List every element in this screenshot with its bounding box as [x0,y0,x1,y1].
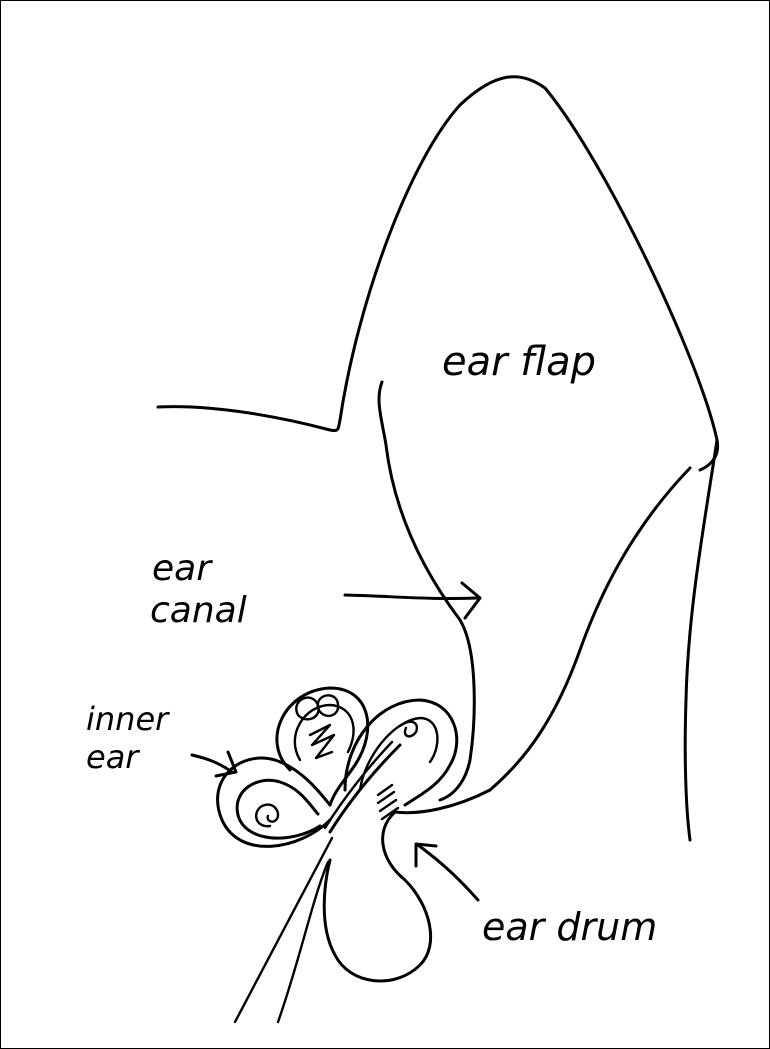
cochlea-spiral [256,805,278,827]
label-inner-ear-line1: inner [86,700,170,738]
label-ear-canal-line1: ear [152,548,213,589]
ear-canal-right-wall [395,468,690,813]
vestibule-scribble [400,722,417,737]
eustachian-line-2 [278,862,328,1022]
eustachian-line-1 [235,838,332,1022]
ear-canal-left-wall [379,382,474,800]
middle-ear-bulb [324,812,430,981]
ear-flap-right-contour [685,440,717,840]
vestibule-inner [360,718,437,790]
ear-flap-outline [158,77,718,470]
label-ear-canal-line2: canal [150,590,247,631]
cochlea-inner [237,780,320,838]
label-ear-drum: ear drum [482,905,657,949]
label-ear-flap: ear flap [442,339,596,385]
ossicle-line-2 [325,742,392,828]
ear-drum-arrow [418,845,478,900]
ear-canal-arrow [345,595,478,599]
semicircular-scribble-3 [310,725,334,758]
inner-ear-arrow [192,755,232,772]
label-inner-ear-line2: ear [86,738,140,776]
ear-canal-arrowhead [462,583,480,618]
